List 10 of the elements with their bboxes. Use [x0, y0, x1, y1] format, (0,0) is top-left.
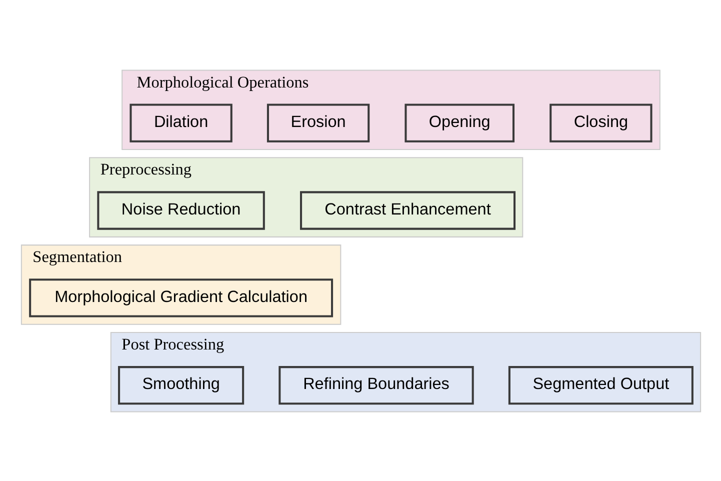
- node-box: Dilation: [129, 103, 232, 142]
- node-box: Erosion: [266, 103, 370, 142]
- node-box: Closing: [549, 103, 652, 142]
- node-box: Opening: [404, 103, 514, 142]
- node-box: Smoothing: [118, 366, 244, 404]
- node-box: Refining Boundaries: [278, 366, 474, 404]
- node-box: Morphological Gradient Calculation: [28, 278, 333, 317]
- node-box: Segmented Output: [508, 366, 693, 404]
- node-box: Noise Reduction: [96, 190, 264, 230]
- node-box: Contrast Enhancement: [300, 190, 516, 230]
